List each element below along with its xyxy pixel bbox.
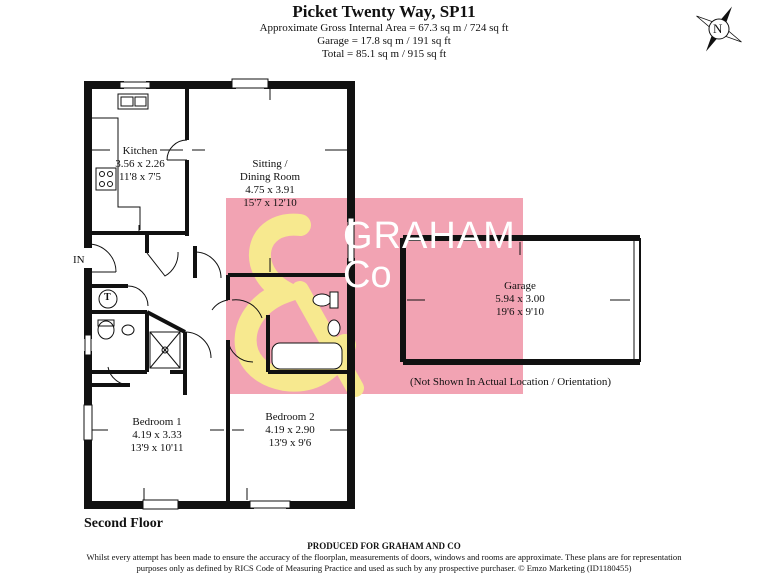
room-bedroom2: Bedroom 2 4.19 x 2.90 13'9 x 9'6 [245,411,335,450]
garage-location-note: (Not Shown In Actual Location / Orientat… [410,376,612,388]
compass-north-label: N [713,21,723,36]
room-bedroom1-metric: 4.19 x 3.33 [132,429,182,441]
total-area-text: Total = 85.1 sq m / 915 sq ft [321,48,447,60]
room-garage: Garage 5.94 x 3.00 19'6 x 9'10 [480,280,560,319]
room-bedroom2-imperial: 13'9 x 9'6 [268,437,312,449]
room-bedroom1-name: Bedroom 1 [132,416,182,428]
room-bedroom2-name: Bedroom 2 [265,411,315,423]
disclaimer-line-1: Whilst every attempt has been made to en… [86,552,682,562]
watermark-text-2: Co [343,254,392,296]
disclaimer-line-2: purposes only as defined by RICS Code of… [136,563,632,573]
room-kitchen: Kitchen 3.56 x 2.26 11'8 x 7'5 [100,145,180,184]
room-kitchen-metric: 3.56 x 2.26 [115,158,165,170]
watermark-text-1: GRAHAM [343,215,516,257]
room-kitchen-name: Kitchen [122,145,158,157]
produced-for-text: PRODUCED FOR GRAHAM AND CO [307,541,461,551]
entrance-label: IN [73,254,85,266]
gross-area-text: Approximate Gross Internal Area = 67.3 s… [259,22,509,34]
floor-label: Second Floor [84,516,163,531]
room-bedroom2-metric: 4.19 x 2.90 [265,424,315,436]
room-sitting: Sitting / Dining Room 4.75 x 3.91 15'7 x… [220,158,320,210]
room-sitting-name-1: Sitting / [252,158,288,170]
room-garage-name: Garage [504,280,536,292]
room-garage-metric: 5.94 x 3.00 [495,293,545,305]
room-sitting-metric: 4.75 x 3.91 [245,184,295,196]
room-kitchen-imperial: 11'8 x 7'5 [118,171,162,183]
garage-area-text: Garage = 17.8 sq m / 191 sq ft [317,35,451,47]
room-bedroom1-imperial: 13'9 x 10'11 [130,442,184,454]
room-bedroom1: Bedroom 1 4.19 x 3.33 13'9 x 10'11 [112,416,202,455]
tank-label: T [104,292,111,303]
disclaimer: Whilst every attempt has been made to en… [0,552,768,574]
room-sitting-name-2: Dining Room [239,171,301,183]
page-title: Picket Twenty Way, SP11 [292,2,476,21]
room-garage-imperial: 19'6 x 9'10 [496,306,544,318]
room-sitting-imperial: 15'7 x 12'10 [243,197,297,209]
